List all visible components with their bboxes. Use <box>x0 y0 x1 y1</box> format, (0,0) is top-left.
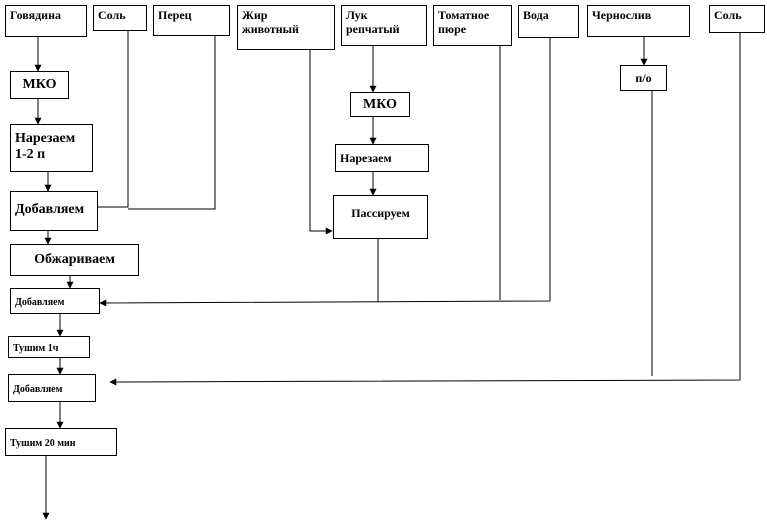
step-dobavlyaem: Добавляем <box>8 374 96 402</box>
arrow-voda-to-dobavlyaem <box>99 38 551 307</box>
arrow-sol-to-dobavlyaem <box>109 33 741 386</box>
ingredient-perets: Перец <box>153 5 230 36</box>
step-narezaem: Нарезаем 1-2 п <box>10 124 93 172</box>
arrow-zhir-to-passiruem <box>309 50 333 235</box>
step-tushim: Тушим 1ч <box>8 336 90 358</box>
step-tushim-20: Тушим 20 мин <box>5 428 117 456</box>
ingredient-sol: Соль <box>93 5 147 31</box>
step-dobavlyaem: Добавляем <box>10 191 98 231</box>
step-obzharivaem: Обжариваем <box>10 244 139 276</box>
line-perets <box>128 36 216 210</box>
ingredient-tomatnoe-pyure: Томатное пюре <box>433 5 512 46</box>
ingredient-zhir: Жир животный <box>237 5 335 50</box>
step-mko: МКО <box>350 92 410 117</box>
step-dobavlyaem: Добавляем <box>10 288 100 314</box>
step-po: п/о <box>620 65 667 91</box>
ingredient-govyadina: Говядина <box>5 5 87 37</box>
step-passiruem: Пассируем <box>333 195 428 239</box>
ingredient-chernosliv: Чернослив <box>587 5 690 37</box>
ingredient-sol: Соль <box>709 5 765 33</box>
ingredient-luk: Лук репчатый <box>341 5 427 46</box>
line-sol-1 <box>98 31 129 208</box>
step-mko: МКО <box>10 71 69 99</box>
ingredient-voda: Вода <box>518 5 579 38</box>
step-narezaem: Нарезаем <box>335 144 429 172</box>
